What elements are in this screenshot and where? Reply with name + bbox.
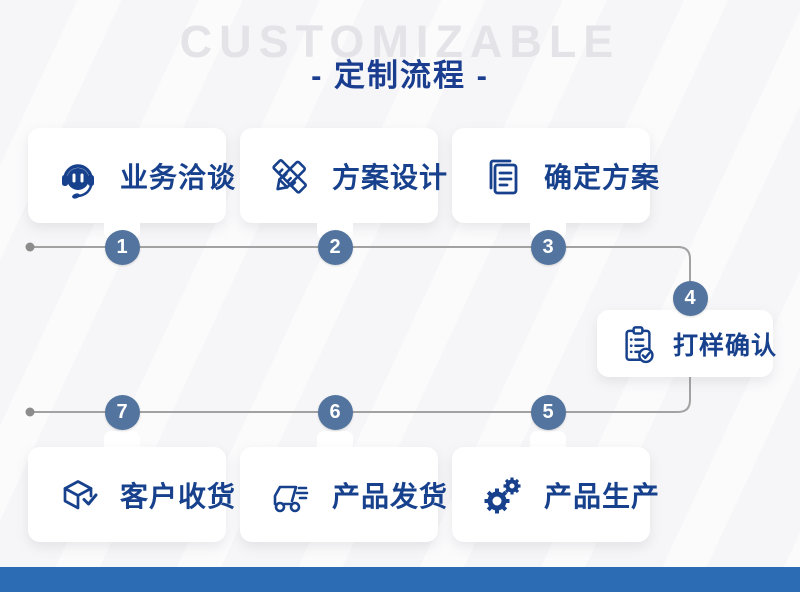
card-pointer-tab: [104, 431, 140, 447]
step-label: 业务洽谈: [120, 161, 237, 193]
step-number-1: 1: [104, 229, 140, 265]
step-card-solution-design: 方案设计: [240, 128, 447, 223]
documents-icon: [489, 159, 518, 194]
step-number-4: 4: [672, 280, 708, 316]
page-title: - 定制流程 -: [311, 58, 489, 93]
step-card-confirm-solution: 确定方案: [452, 128, 659, 223]
step-number-7: 7: [104, 394, 140, 430]
step-label: 客户收货: [120, 480, 237, 512]
step-label: 产品发货: [332, 480, 449, 512]
pencil-ruler-icon: [272, 158, 307, 194]
step-card-business-negotiation: 业务洽谈: [28, 128, 235, 223]
step-label: 确定方案: [544, 161, 661, 193]
step-card-product-production: 产品生产: [452, 447, 659, 542]
step-number-3: 3: [530, 229, 566, 265]
clipboard-check-icon: [625, 325, 654, 363]
step-card-sample-confirmation: 打样确认: [597, 310, 776, 377]
step-number-2: 2: [317, 229, 353, 265]
gears-icon: [484, 477, 521, 513]
line-start-dot: [25, 242, 35, 252]
package-check-icon: [63, 479, 98, 509]
line-end-dot: [25, 407, 35, 417]
step-number-6: 6: [317, 394, 353, 430]
truck-icon: [273, 485, 309, 512]
step-label: 打样确认: [673, 331, 778, 360]
step-card-product-shipping: 产品发货: [240, 447, 447, 542]
headset-icon: [62, 163, 94, 199]
step-label: 方案设计: [332, 161, 449, 193]
bottom-accent-bar: [0, 567, 800, 592]
step-number-5: 5: [530, 394, 566, 430]
card-pointer-tab: [317, 431, 353, 447]
card-pointer-tab: [530, 431, 566, 447]
step-card-customer-receipt: 客户收货: [28, 447, 235, 542]
step-label: 产品生产: [544, 480, 661, 512]
background-watermark: CUSTOMIZABLE: [179, 16, 621, 67]
